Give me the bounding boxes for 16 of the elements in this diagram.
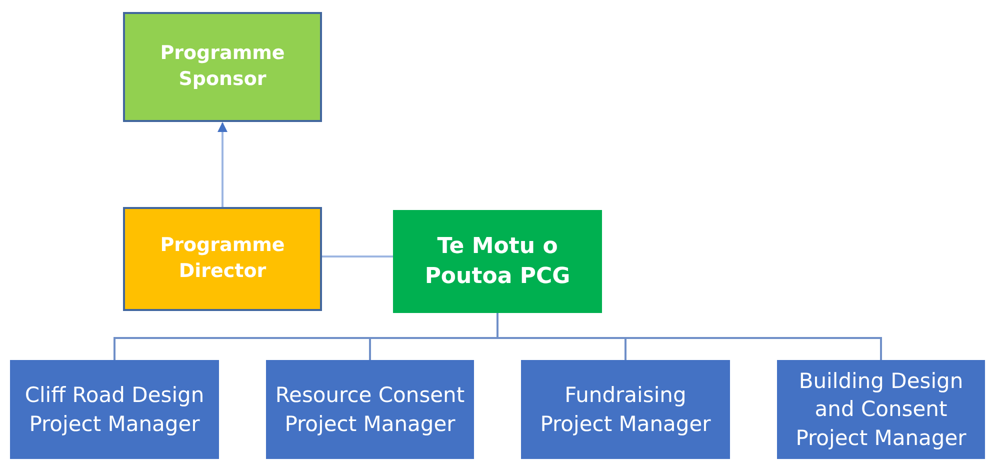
role-title: Programme Sponsor bbox=[159, 41, 286, 92]
arrow bbox=[218, 122, 228, 207]
role-box bbox=[393, 210, 602, 313]
role-box bbox=[777, 360, 985, 459]
role-title: Resource Consent Project Manager bbox=[274, 382, 466, 438]
role-box bbox=[123, 207, 322, 311]
role-title: Building Design and Consent Project Manager bbox=[794, 368, 968, 452]
connector-line bbox=[322, 256, 393, 258]
role-title: Cliff Road Design Project Manager bbox=[24, 382, 206, 438]
role-box bbox=[10, 360, 219, 459]
role-box bbox=[521, 360, 730, 459]
role-title: Programme Director bbox=[159, 233, 286, 284]
role-box bbox=[123, 12, 322, 122]
role-title: Te Motu o Poutoa PCG bbox=[424, 232, 572, 290]
role-box bbox=[266, 360, 474, 459]
role-title: Fundraising Project Manager bbox=[539, 382, 712, 438]
